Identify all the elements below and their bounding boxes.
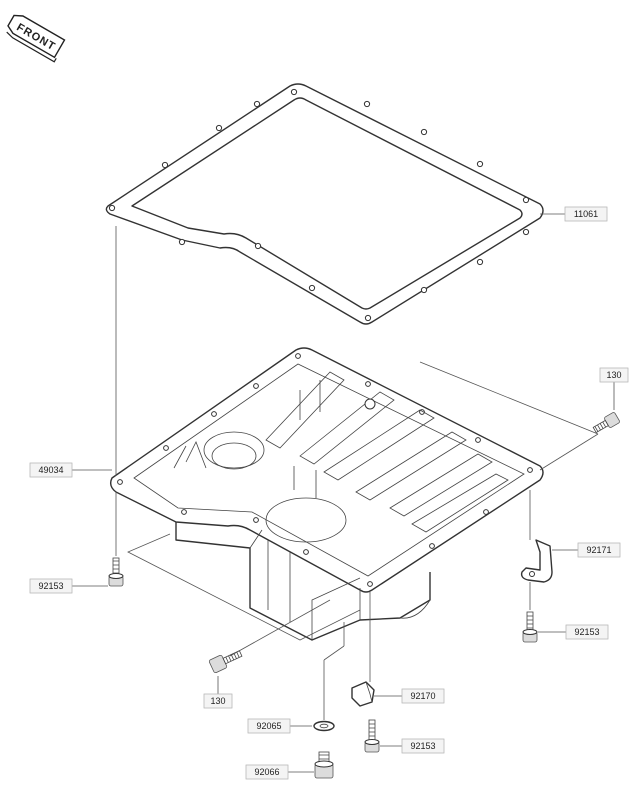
front-indicator: FRONT <box>6 14 66 63</box>
callout-11061-text: 11061 <box>574 209 598 219</box>
callout-92066-text: 92066 <box>254 767 279 777</box>
pan-flange-holes <box>117 353 533 587</box>
callout-130-bottom-text: 130 <box>210 696 225 706</box>
washer-92065 <box>313 720 335 732</box>
callout-49034-text: 49034 <box>38 465 63 475</box>
leader-lines <box>72 213 615 773</box>
bolt-130-right <box>592 412 620 434</box>
bolt-130-bottom <box>208 650 243 674</box>
bolt-92153-left <box>108 557 124 587</box>
bolt-92153-right <box>522 611 538 643</box>
callout-130-right: 130 <box>599 367 629 383</box>
callout-92153-right: 92153 <box>565 624 609 640</box>
callout-92153-right-text: 92153 <box>574 627 599 637</box>
callout-92153-lower: 92153 <box>401 738 445 754</box>
clamp-92170 <box>351 681 375 707</box>
oil-pan <box>109 347 544 641</box>
callout-11061: 11061 <box>564 206 608 222</box>
callout-92153-lower-text: 92153 <box>410 741 435 751</box>
bolt-92153-lower <box>364 719 380 753</box>
pan-baffle-ribs <box>265 371 509 533</box>
callout-92170-text: 92170 <box>410 691 435 701</box>
callout-92153-left: 92153 <box>29 578 73 594</box>
drain-plug-92066 <box>314 751 334 779</box>
callout-92065: 92065 <box>247 718 291 734</box>
callout-92171: 92171 <box>577 542 621 558</box>
callout-92066: 92066 <box>245 764 289 780</box>
callout-92065-text: 92065 <box>256 721 281 731</box>
callout-92170: 92170 <box>401 688 445 704</box>
bracket-92171 <box>520 539 553 583</box>
callout-92153-left-text: 92153 <box>38 581 63 591</box>
callout-92171-text: 92171 <box>586 545 611 555</box>
oil-pan-gasket <box>105 83 544 325</box>
callout-49034: 49034 <box>29 462 73 478</box>
callout-130-right-text: 130 <box>606 370 621 380</box>
callout-130-bottom: 130 <box>203 693 233 709</box>
gasket-bolt-holes <box>108 88 530 322</box>
